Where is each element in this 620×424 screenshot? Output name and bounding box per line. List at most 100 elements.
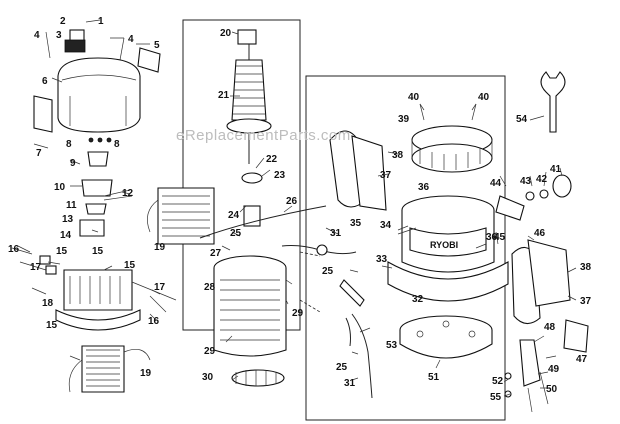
switch-plate-part [85,203,107,215]
part-label: 7 [36,148,42,159]
part-label: 25 [322,266,334,277]
collet-part [243,205,261,227]
part-label: 16 [148,316,160,327]
part-label: 36 [418,182,430,193]
part-label: 17 [30,262,42,273]
housing-group [11,29,177,393]
part-label: 9 [70,158,76,169]
part-label: 4 [128,34,134,45]
lead-wire [199,205,327,239]
part-label: 8 [66,139,72,150]
screw-part [119,37,125,61]
switch-part [563,319,589,353]
part-label: 22 [266,154,278,165]
part-label: 32 [412,294,424,305]
part-label: 38 [392,150,404,161]
part-label: 28 [204,282,216,293]
field-coil-part [81,345,125,393]
end-bell-part [63,269,133,311]
part-label: 20 [220,28,232,39]
part-label: 15 [56,246,68,257]
part-label: 6 [42,76,48,87]
part-label: 55 [490,392,502,403]
part-label: 36 [486,232,498,243]
part-label: 12 [122,188,134,199]
brand-text: RYOBI [430,240,458,250]
part-labels: 1 2 3 4 4 5 6 7 8 8 9 10 11 12 13 14 15 … [8,16,592,403]
part-label: 54 [516,114,528,125]
part-label: 5 [154,40,160,51]
part-label: 14 [60,230,72,241]
part-label: 51 [428,372,440,383]
knob-cap-part [552,174,572,198]
part-label: 1 [98,16,104,27]
part-label: 13 [62,214,74,225]
brush-holder-part [64,39,86,53]
part-label: 15 [46,320,58,331]
part-label: 47 [576,354,588,365]
part-label: 25 [336,362,348,373]
switch-part [81,179,113,197]
part-label: 34 [380,220,392,231]
fan-base-part [231,369,285,387]
part-label: 16 [8,244,20,255]
part-label: 10 [54,182,66,193]
part-label: 31 [330,228,342,239]
bearing-part [237,29,257,45]
part-label: 24 [228,210,240,221]
handle-bracket-part [351,135,387,211]
part-label: 29 [292,308,304,319]
motor-body-part [213,268,287,357]
part-label: 42 [536,174,548,185]
part-label: 8 [114,139,120,150]
adjust-knob-part [495,195,525,221]
part-label: 44 [490,178,502,189]
part-label: 30 [202,372,214,383]
part-label: 38 [580,262,592,273]
part-label: 15 [124,260,136,271]
brand-band-part [409,227,487,257]
part-label: 33 [376,254,388,265]
part-label: 45 [494,232,506,243]
housing-label-part [33,95,53,133]
part-label: 25 [230,228,242,239]
base-assembly-box [305,75,506,421]
part-label: 23 [274,170,286,181]
part-label: 37 [580,296,592,307]
part-label: 19 [140,368,152,379]
base-plate-part [387,261,509,302]
part-label: 39 [398,114,410,125]
switch-lever-part [519,339,541,387]
part-label: 2 [60,16,66,27]
part-label: 40 [478,92,490,103]
part-label: 3 [56,30,62,41]
part-label: 46 [534,228,546,239]
bearing-part [241,172,263,184]
part-label: 52 [492,376,504,387]
part-label: 29 [204,346,216,357]
field-coil-part [157,187,215,245]
part-label: 48 [544,322,556,333]
leader-lines [17,19,577,397]
part-label: 26 [286,196,298,207]
part-label: 4 [34,30,40,41]
watermark-text: eReplacementParts.com [176,127,351,144]
base-group: RYOBI [329,71,589,413]
part-label: 53 [386,340,398,351]
handle-bracket-part [527,239,571,307]
part-label: 15 [92,246,104,257]
wrench-part [540,71,566,133]
part-label: 31 [344,378,356,389]
part-label: 40 [408,92,420,103]
part-label: 50 [546,384,558,395]
part-label: 17 [154,282,166,293]
power-cord [351,313,373,399]
part-label: 37 [380,170,392,181]
motor-group [147,29,357,387]
part-label: 18 [42,298,54,309]
part-label: 35 [350,218,362,229]
part-label: 41 [550,164,562,175]
part-label: 43 [520,176,532,187]
part-label: 49 [548,364,560,375]
